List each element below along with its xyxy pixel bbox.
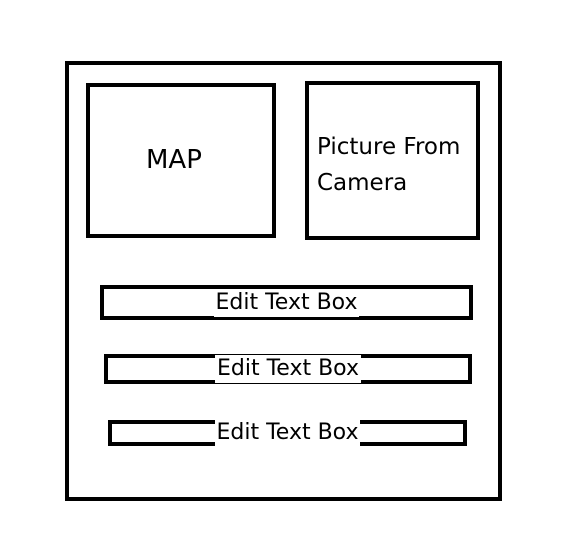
camera-picture-label: Picture From Camera — [317, 129, 482, 201]
camera-label-line-2: Camera — [317, 170, 408, 196]
edit-text-box-label: Edit Text Box — [214, 419, 361, 447]
map-label: MAP — [146, 145, 202, 175]
edit-text-box-label: Edit Text Box — [215, 355, 361, 383]
edit-text-box-label: Edit Text Box — [213, 288, 360, 317]
edit-text-box-1[interactable]: Edit Text Box — [100, 285, 473, 320]
camera-label-line-1: Picture From — [317, 134, 461, 160]
edit-text-box-2[interactable]: Edit Text Box — [104, 354, 472, 384]
camera-picture-view[interactable]: Picture From Camera — [305, 81, 480, 240]
edit-text-box-3[interactable]: Edit Text Box — [108, 419, 467, 447]
map-view[interactable]: MAP — [86, 83, 276, 238]
